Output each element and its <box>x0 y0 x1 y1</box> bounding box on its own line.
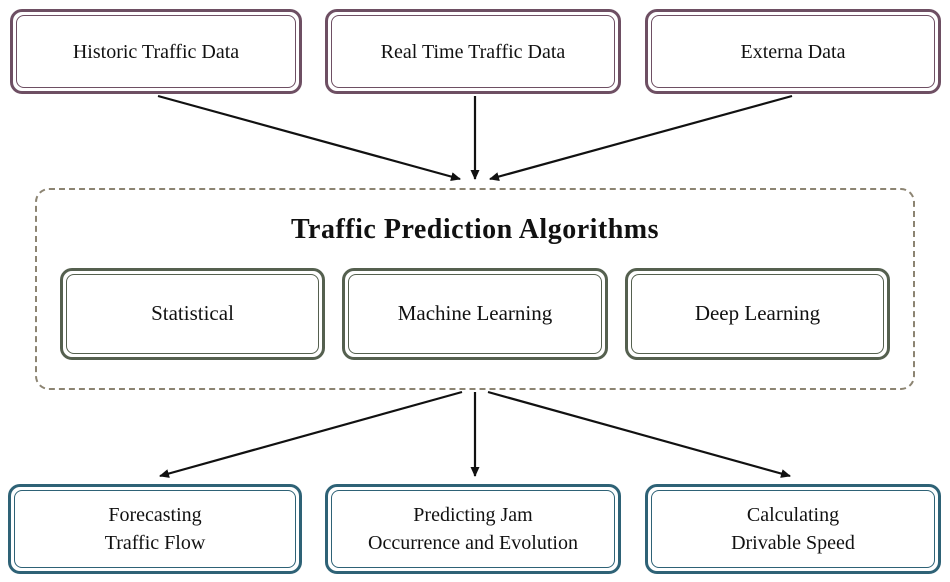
method-box-deep-learning: Deep Learning <box>625 268 890 360</box>
input-label-realtime: Real Time Traffic Data <box>380 40 566 63</box>
output-box-inner-border: Forecasting Traffic Flow <box>14 490 296 568</box>
input-box-inner-border: Externa Data <box>651 15 935 88</box>
output-label-line1: Predicting Jam <box>413 504 533 526</box>
method-label-statistical: Statistical <box>151 301 234 326</box>
method-box-statistical: Statistical <box>60 268 325 360</box>
method-label-machine-learning: Machine Learning <box>397 301 553 326</box>
output-box-predicting-jam: Predicting Jam Occurrence and Evolution <box>325 484 621 574</box>
core-title: Traffic Prediction Algorithms <box>290 214 660 245</box>
diverging-arrows <box>159 390 791 478</box>
method-box-machine-learning: Machine Learning <box>342 268 608 360</box>
method-box-inner-border: Deep Learning <box>631 274 884 354</box>
arrow-historic-to-core <box>157 94 461 181</box>
input-box-inner-border: Real Time Traffic Data <box>331 15 615 88</box>
output-label-line1: Forecasting <box>108 504 202 526</box>
input-label-external: Externa Data <box>740 40 846 63</box>
arrow-external-to-core <box>489 94 793 181</box>
output-box-inner-border: Calculating Drivable Speed <box>651 490 935 568</box>
output-label-line2: Traffic Flow <box>104 532 206 554</box>
converging-arrows <box>157 94 793 181</box>
input-box-historic-traffic-data: Historic Traffic Data <box>10 9 302 94</box>
input-box-external-data: Externa Data <box>645 9 941 94</box>
method-label-deep-learning: Deep Learning <box>694 301 821 326</box>
output-label-line2: Occurrence and Evolution <box>368 532 578 554</box>
input-box-inner-border: Historic Traffic Data <box>16 15 296 88</box>
arrow-core-to-forecasting <box>159 390 463 478</box>
input-label-historic: Historic Traffic Data <box>72 40 240 63</box>
output-box-forecasting-traffic-flow: Forecasting Traffic Flow <box>8 484 302 574</box>
arrow-core-to-speed <box>487 390 791 478</box>
method-box-inner-border: Statistical <box>66 274 319 354</box>
output-label-line2: Drivable Speed <box>731 532 855 554</box>
input-box-real-time-traffic-data: Real Time Traffic Data <box>325 9 621 94</box>
method-box-inner-border: Machine Learning <box>348 274 602 354</box>
output-box-calculating-drivable-speed: Calculating Drivable Speed <box>645 484 941 574</box>
output-box-inner-border: Predicting Jam Occurrence and Evolution <box>331 490 615 568</box>
output-label-line1: Calculating <box>746 504 840 526</box>
